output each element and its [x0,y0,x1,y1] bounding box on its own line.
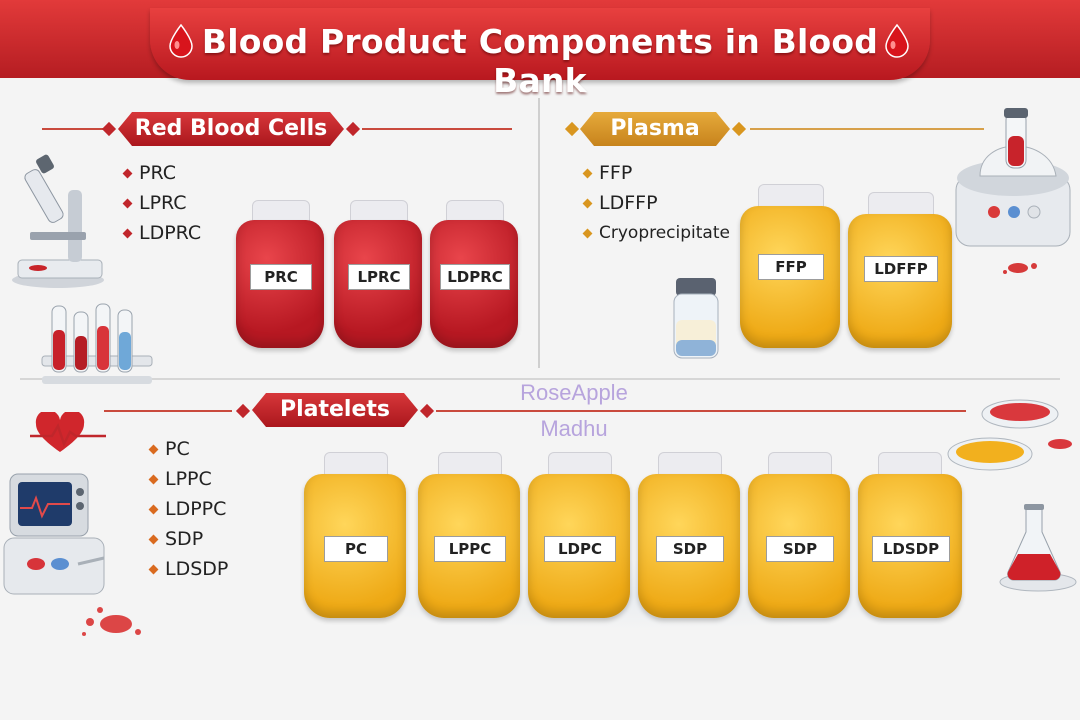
watermark-line-1: RoseApple [520,380,628,405]
plasma-heading: Plasma [580,112,730,146]
diamond-bullet-icon [148,444,159,454]
platelet-bag-pc: PC [304,452,406,618]
blood-bag-ldprc: LDPRC [430,200,518,348]
diamond-bullet-icon [122,228,133,238]
list-item-label: LPRC [139,192,187,214]
rbc-heading: Red Blood Cells [118,112,344,146]
list-item: LDPRC [122,218,202,248]
blood-drop-icon [169,24,193,58]
platelet-bag-sdp-2: SDP [748,452,850,618]
flask-icon [999,504,1077,592]
heading-rule [436,410,966,412]
plasma-list: FFP LDFFP Cryoprecipitate [582,158,730,248]
platelet-bag-sdp: SDP [638,452,740,618]
platelet-bag-ldpc: LDPC [528,452,630,618]
centrifuge-icon [955,108,1071,247]
list-item-label: LDPPC [165,498,227,520]
list-item: LPRC [122,188,201,218]
diamond-ornament [419,403,435,419]
diamond-ornament [101,121,117,137]
list-item: LDPPC [148,494,228,524]
list-item-label: PRC [139,162,176,184]
diamond-bullet-icon [148,474,159,484]
diamond-ornament [731,121,747,137]
list-item: PC [148,434,228,464]
rbc-list: PRC LPRC LDPRC [122,158,202,248]
monitor-device-icon [3,473,105,595]
bag-label: LDSDP [872,536,950,562]
bag-label: SDP [656,536,724,562]
test-tubes-icon [41,303,153,384]
microscope-icon [12,154,104,288]
list-item-label: LDPRC [139,222,202,244]
list-item: LDSDP [148,554,229,584]
heading-rule [362,128,512,130]
bag-label: LPPC [434,536,506,562]
list-item-label: LDSDP [165,558,229,580]
diamond-bullet-icon [582,198,593,208]
plasma-bag-ldffp: LDFFP [848,192,952,348]
platelets-heading: Platelets [252,393,418,427]
bag-label: LDPC [544,536,616,562]
platelet-bag-ldsdp: LDSDP [858,452,962,618]
list-item: LDFFP [582,188,730,218]
list-item-label: LPPC [165,468,212,490]
diamond-bullet-icon [122,198,133,208]
blood-bag-lprc: LPRC [334,200,422,348]
diamond-bullet-icon [148,504,159,514]
list-item-label: Cryoprecipitate [599,223,730,243]
list-item: SDP [148,524,228,554]
diamond-bullet-icon [148,564,159,574]
diamond-ornament [564,121,580,137]
list-item-label: FFP [599,162,633,184]
header-title-plate [150,8,930,80]
blood-splatter-icon [1003,263,1037,274]
diamond-bullet-icon [148,534,159,544]
bag-label: PC [324,536,388,562]
list-item: LPPC [148,464,228,494]
platelet-bag-lppc: LPPC [418,452,520,618]
page-title: Blood Product Components in Blood Bank [201,22,879,100]
watermark-line-2: Madhu [540,416,608,441]
section-divider-horizontal [20,378,1060,380]
list-item-label: SDP [165,528,204,550]
heading-rule [42,128,104,130]
list-item-label: LDFFP [599,192,658,214]
blood-splatter-icon [82,607,141,636]
diamond-ornament [235,403,251,419]
blood-bag-prc: PRC [236,200,324,348]
heading-rule [104,410,232,412]
bag-label: LPRC [348,264,410,290]
list-item: FFP [582,158,730,188]
platelets-list: PC LPPC LDPPC SDP LDSDP [148,434,229,584]
bag-label: PRC [250,264,312,290]
vial-icon [673,278,719,359]
diamond-bullet-icon [582,228,593,238]
heart-pulse-icon [30,412,106,452]
section-divider-vertical [538,98,540,368]
bag-label: LDFFP [864,256,938,282]
diamond-bullet-icon [582,168,593,178]
bag-label: SDP [766,536,834,562]
list-item: PRC [122,158,201,188]
plasma-bag-ffp: FFP [740,184,840,348]
list-item-label: PC [165,438,190,460]
bag-label: LDPRC [440,264,510,290]
bag-label: FFP [758,254,824,280]
diamond-bullet-icon [122,168,133,178]
petri-dish-icon [947,399,1072,471]
heading-rule [750,128,984,130]
diamond-ornament [345,121,361,137]
list-item: Cryoprecipitate [582,218,730,248]
blood-drop-icon [885,24,909,58]
